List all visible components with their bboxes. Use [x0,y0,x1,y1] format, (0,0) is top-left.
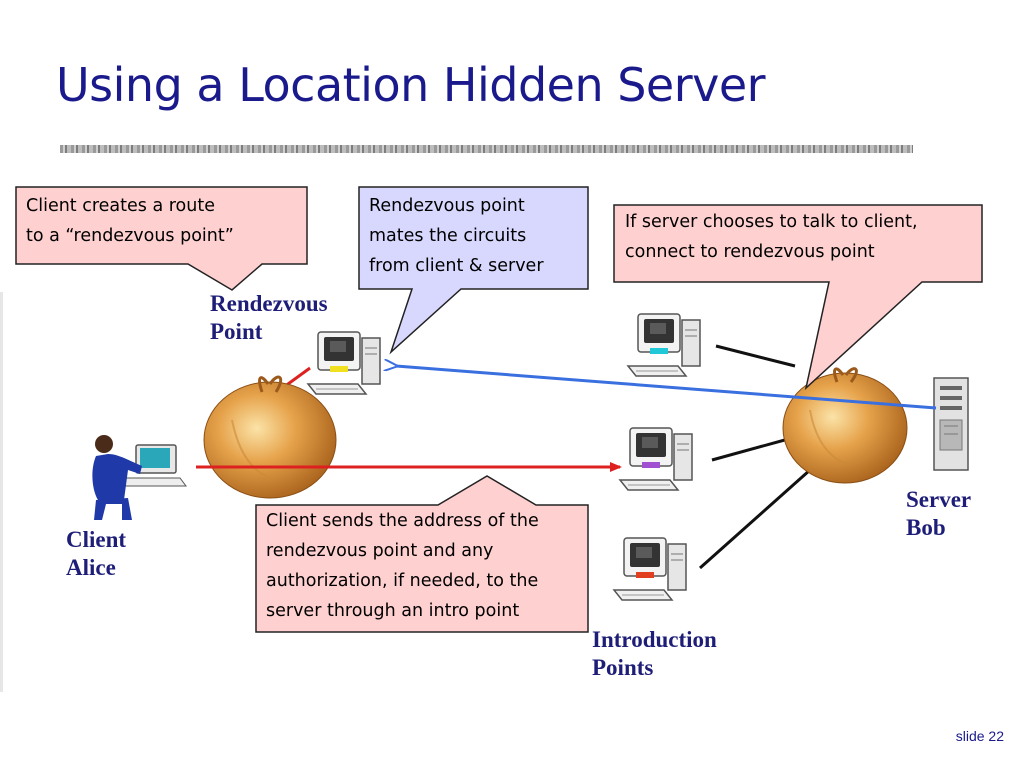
intro-computer-icon-mid [619,427,693,491]
label-introduction-points: Introduction Points [592,627,717,680]
circuit-link-intro-mid [711,436,793,462]
callout-client-route: Client creates a route to a “rendezvous … [26,196,234,246]
title-divider [60,145,913,153]
callout-rendezvous-mates: Rendezvous point mates the circuits from… [369,196,544,276]
circuit-link-intro-bottom [699,468,811,570]
callout-server-connect: If server chooses to talk to client, con… [625,212,918,262]
label-rendezvous-point: Rendezvous Point [210,291,328,344]
rendezvous-computer-icon [307,331,381,395]
person-at-computer-icon [92,435,187,520]
server-onion-icon [782,367,908,484]
server-to-rendezvous-arrow [396,366,937,410]
slide-title: Using a Location Hidden Server [56,58,766,112]
slide-number: slide 22 [955,728,1004,744]
left-edge-line [0,292,3,692]
label-server-bob: Server Bob [906,487,972,540]
label-client-alice: Client Alice [66,527,127,580]
callout-client-sends: Client sends the address of the rendezvo… [266,511,539,621]
rendezvous-onion-icon [203,375,337,499]
intro-computer-icon-top [627,313,701,377]
intro-computer-icon-bottom [613,537,687,601]
circuit-link-intro-top [715,344,796,368]
server-rack-icon [933,377,969,471]
